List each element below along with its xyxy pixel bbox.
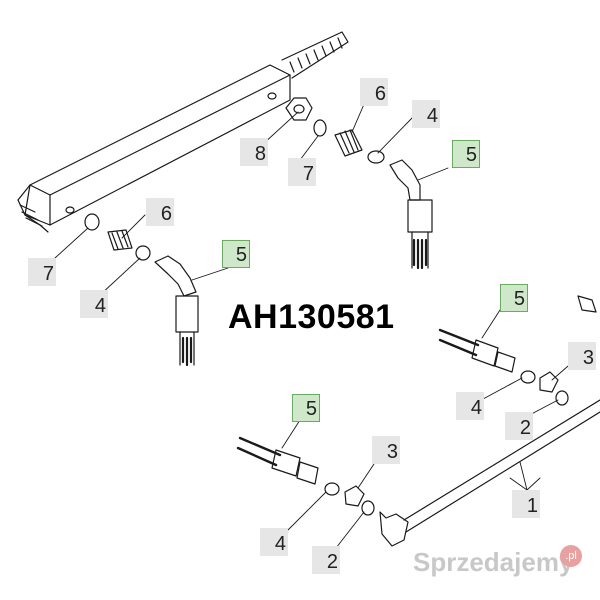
callout-label: 4 [426, 105, 438, 127]
callout-4-top: 4 [412, 100, 440, 128]
callout-label: 7 [42, 263, 54, 285]
callout-5-top: 5 [452, 140, 480, 168]
callout-label: 5 [513, 288, 525, 310]
o-ring-part-4-left [135, 245, 151, 261]
o-ring-part-2-bottom [361, 500, 375, 516]
callout-label: 8 [254, 143, 266, 165]
o-ring-part-4-right [520, 370, 536, 384]
callout-label: 5 [235, 244, 247, 266]
o-ring-part-4-top [367, 150, 385, 164]
callout-5-left: 5 [222, 240, 250, 268]
callout-4-bottom: 4 [260, 528, 288, 556]
callout-label: 2 [326, 551, 338, 573]
callout-3-bottom: 3 [372, 436, 400, 464]
watermark-logo-icon: .pl [560, 545, 582, 567]
callout-3-right: 3 [568, 342, 596, 370]
callout-5-right: 5 [500, 284, 528, 312]
callout-label: 1 [526, 495, 538, 517]
nut-part-8 [285, 97, 313, 121]
o-ring-part-2-right [555, 390, 569, 406]
callout-label: 4 [94, 295, 106, 317]
callout-label: 7 [302, 163, 314, 185]
fitting-part-6-top [334, 129, 363, 157]
hydraulic-cylinder [17, 31, 349, 233]
callout-label: 4 [274, 533, 286, 555]
callout-7-left: 7 [28, 258, 56, 286]
callout-label: 3 [582, 347, 594, 369]
callout-2-bottom: 2 [312, 546, 340, 574]
callout-label: 5 [305, 398, 317, 420]
callout-label: 4 [470, 397, 482, 419]
callout-2-right: 2 [505, 412, 533, 440]
hose-part-5-bottom [236, 436, 319, 485]
nut-part-3-right [539, 371, 559, 393]
callout-1-bottom: 1 [512, 490, 540, 518]
callout-label: 2 [519, 417, 531, 439]
callout-4-left: 4 [80, 290, 108, 318]
fitting-part-6-left [107, 229, 133, 251]
callout-5-bottom: 5 [292, 394, 320, 422]
callout-8-top: 8 [240, 138, 268, 166]
nut-part-3-bottom [344, 485, 365, 507]
hose-part-5-top [389, 159, 433, 270]
callout-4-right: 4 [456, 392, 484, 420]
pipe-part-1 [379, 399, 600, 547]
hose-part-5-left [154, 255, 199, 367]
o-ring-part-4-bottom [324, 482, 340, 496]
o-ring-part-7-left [84, 213, 100, 231]
callout-7-top: 7 [288, 158, 316, 186]
callout-label: 6 [374, 83, 386, 105]
part-number-title: AH130581 [228, 298, 395, 336]
o-ring-part-7-top [313, 119, 327, 137]
callout-label: 6 [160, 203, 172, 225]
hose-part-5-right [438, 328, 516, 373]
fitting-edge-right [577, 295, 597, 313]
callout-label: 3 [386, 441, 398, 463]
callout-label: 5 [465, 144, 477, 166]
callout-6-left: 6 [146, 198, 174, 226]
watermark-text: Sprzedajemy [413, 547, 574, 577]
callout-6-top: 6 [360, 78, 388, 106]
